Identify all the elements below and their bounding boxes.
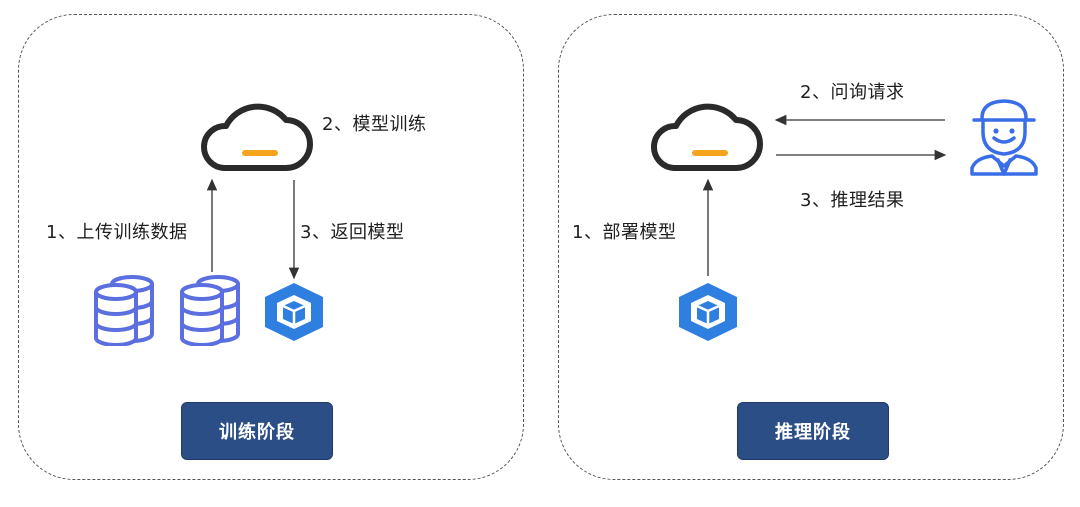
- database-icon: [180, 275, 240, 346]
- train-step1-label: 1、上传训练数据: [46, 222, 188, 243]
- train-step3-label: 3、返回模型: [300, 222, 405, 243]
- model-cube-icon: [679, 283, 737, 341]
- train-step2-label: 2、模型训练: [322, 114, 427, 135]
- user-icon: [970, 99, 1038, 176]
- cloud-icon: [201, 103, 313, 171]
- infer-step2-label: 2、问询请求: [800, 82, 905, 103]
- infer-step3-label: 3、推理结果: [800, 190, 905, 211]
- training-stage-panel: [18, 14, 524, 480]
- infer-step1-label: 1、部署模型: [572, 222, 677, 243]
- cloud-icon: [651, 103, 763, 171]
- inference-stage-button[interactable]: 推理阶段: [737, 402, 889, 460]
- database-icon: [94, 275, 154, 346]
- training-stage-button[interactable]: 训练阶段: [181, 402, 333, 460]
- model-cube-icon: [265, 283, 323, 341]
- inference-stage-panel: [558, 14, 1064, 480]
